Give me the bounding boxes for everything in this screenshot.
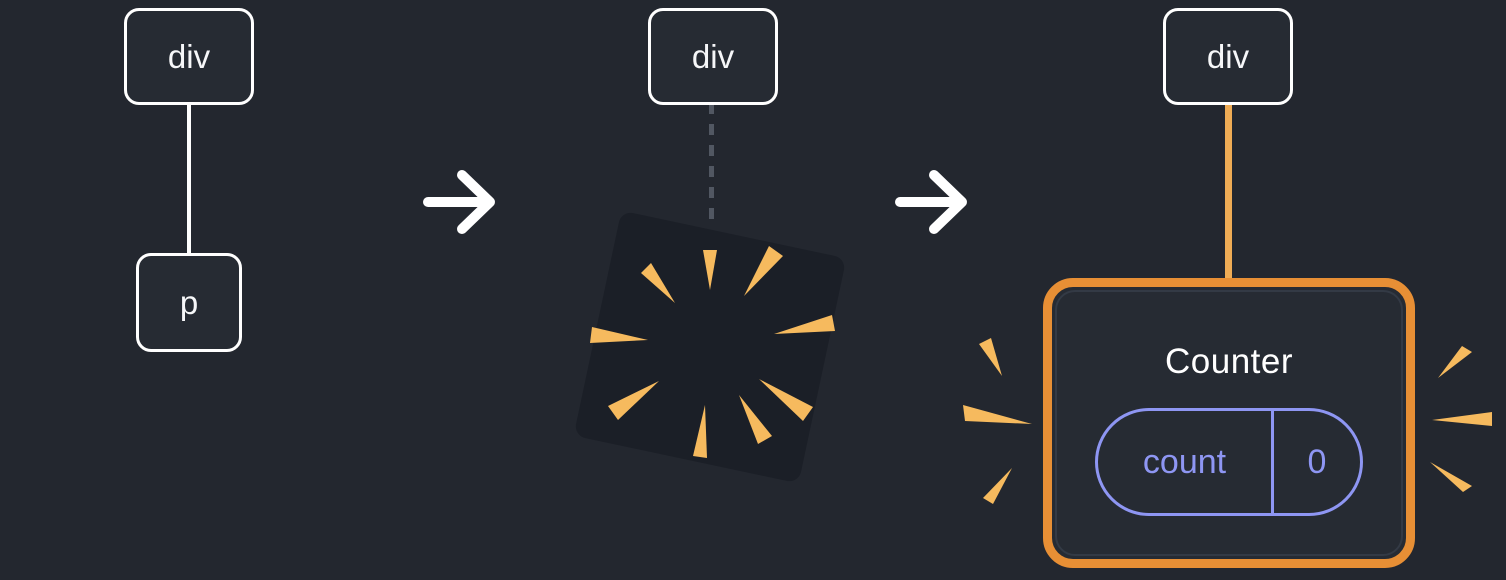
destroyed-node-square: [575, 212, 845, 482]
connector-div-to-counter: [1225, 101, 1232, 285]
state-name: count: [1142, 442, 1227, 481]
destroyed-node-explosion-icon: [575, 212, 845, 482]
dom-node-label: p: [179, 283, 199, 321]
spark-burst: [590, 246, 835, 458]
component-title: Counter: [1164, 342, 1294, 381]
dom-node-label: div: [1206, 37, 1250, 75]
state-pill: count 0: [1095, 408, 1363, 516]
state-value: 0: [1307, 442, 1327, 481]
arrow-head: [929, 170, 967, 234]
arrow-right-icon: [895, 170, 967, 234]
arrow-right-icon: [423, 170, 495, 234]
counter-component-box: Counter count 0: [1043, 278, 1415, 568]
dom-node-label: div: [691, 37, 735, 75]
dom-node-div-1: div: [124, 8, 254, 105]
counter-component-inner: Counter count 0: [1055, 290, 1403, 556]
state-pill-divider: [1271, 411, 1274, 513]
dom-node-div-2: div: [648, 8, 778, 105]
connector-div-to-p: [187, 101, 191, 256]
spark-burst-left: [963, 338, 1032, 504]
dom-node-div-3: div: [1163, 8, 1293, 105]
dom-node-p: p: [136, 253, 242, 352]
arrow-head: [457, 170, 495, 234]
dom-node-label: div: [167, 37, 211, 75]
spark-burst-right: [1430, 346, 1492, 492]
connector-div-to-destroyed: [709, 103, 714, 228]
